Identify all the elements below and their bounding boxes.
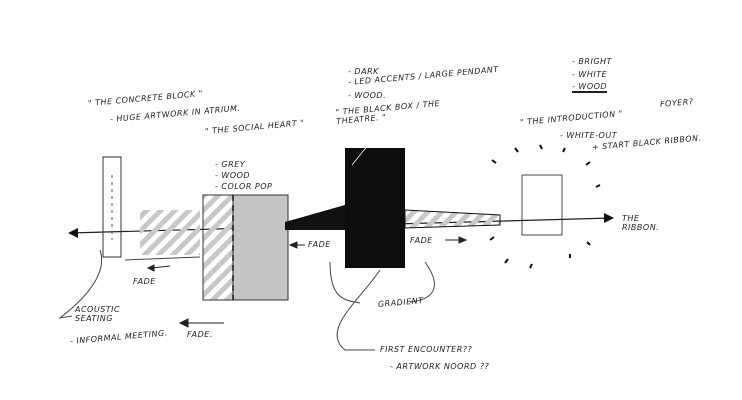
- left-arrowhead: [68, 228, 78, 238]
- label-acoustic-seating: Acoustic seating: [75, 305, 121, 323]
- introduction-box: [521, 174, 563, 236]
- fade-arrows: [146, 236, 468, 328]
- social-list-item: - Color pop: [215, 182, 273, 191]
- black-list-item: - Dark: [348, 67, 379, 76]
- right-arrowhead: [604, 213, 614, 223]
- concrete-block: [102, 156, 122, 258]
- black-box: [345, 148, 405, 268]
- bright-list-item: - Bright: [572, 57, 612, 66]
- social-heart-hatched: [202, 194, 234, 301]
- hatched-fade-area: [140, 210, 200, 255]
- label-fade: Fade: [308, 240, 331, 249]
- black-list-item: - Wood.: [348, 91, 387, 100]
- label-first-encounter: First encounter??: [380, 345, 473, 354]
- label-the-ribbon: The ribbon.: [622, 214, 660, 232]
- ribbon-hatched: [404, 209, 501, 229]
- gradient-left: [285, 205, 345, 230]
- leader-lines: [58, 249, 435, 351]
- label-artwork-noord: - Artwork noord ??: [390, 362, 490, 371]
- radiating-marks: [489, 144, 601, 269]
- label-white-out: - White-out: [560, 131, 618, 140]
- label-fade: Fade: [410, 236, 433, 245]
- bright-list-item: - Wood: [572, 82, 608, 93]
- social-list-item: - Grey: [215, 160, 246, 169]
- label-fade: Fade: [133, 277, 156, 286]
- social-list-item: - Wood: [215, 171, 251, 180]
- social-heart-grey: [232, 194, 289, 301]
- bright-list-item: - White: [572, 70, 608, 79]
- label-fade: Fade.: [187, 330, 213, 339]
